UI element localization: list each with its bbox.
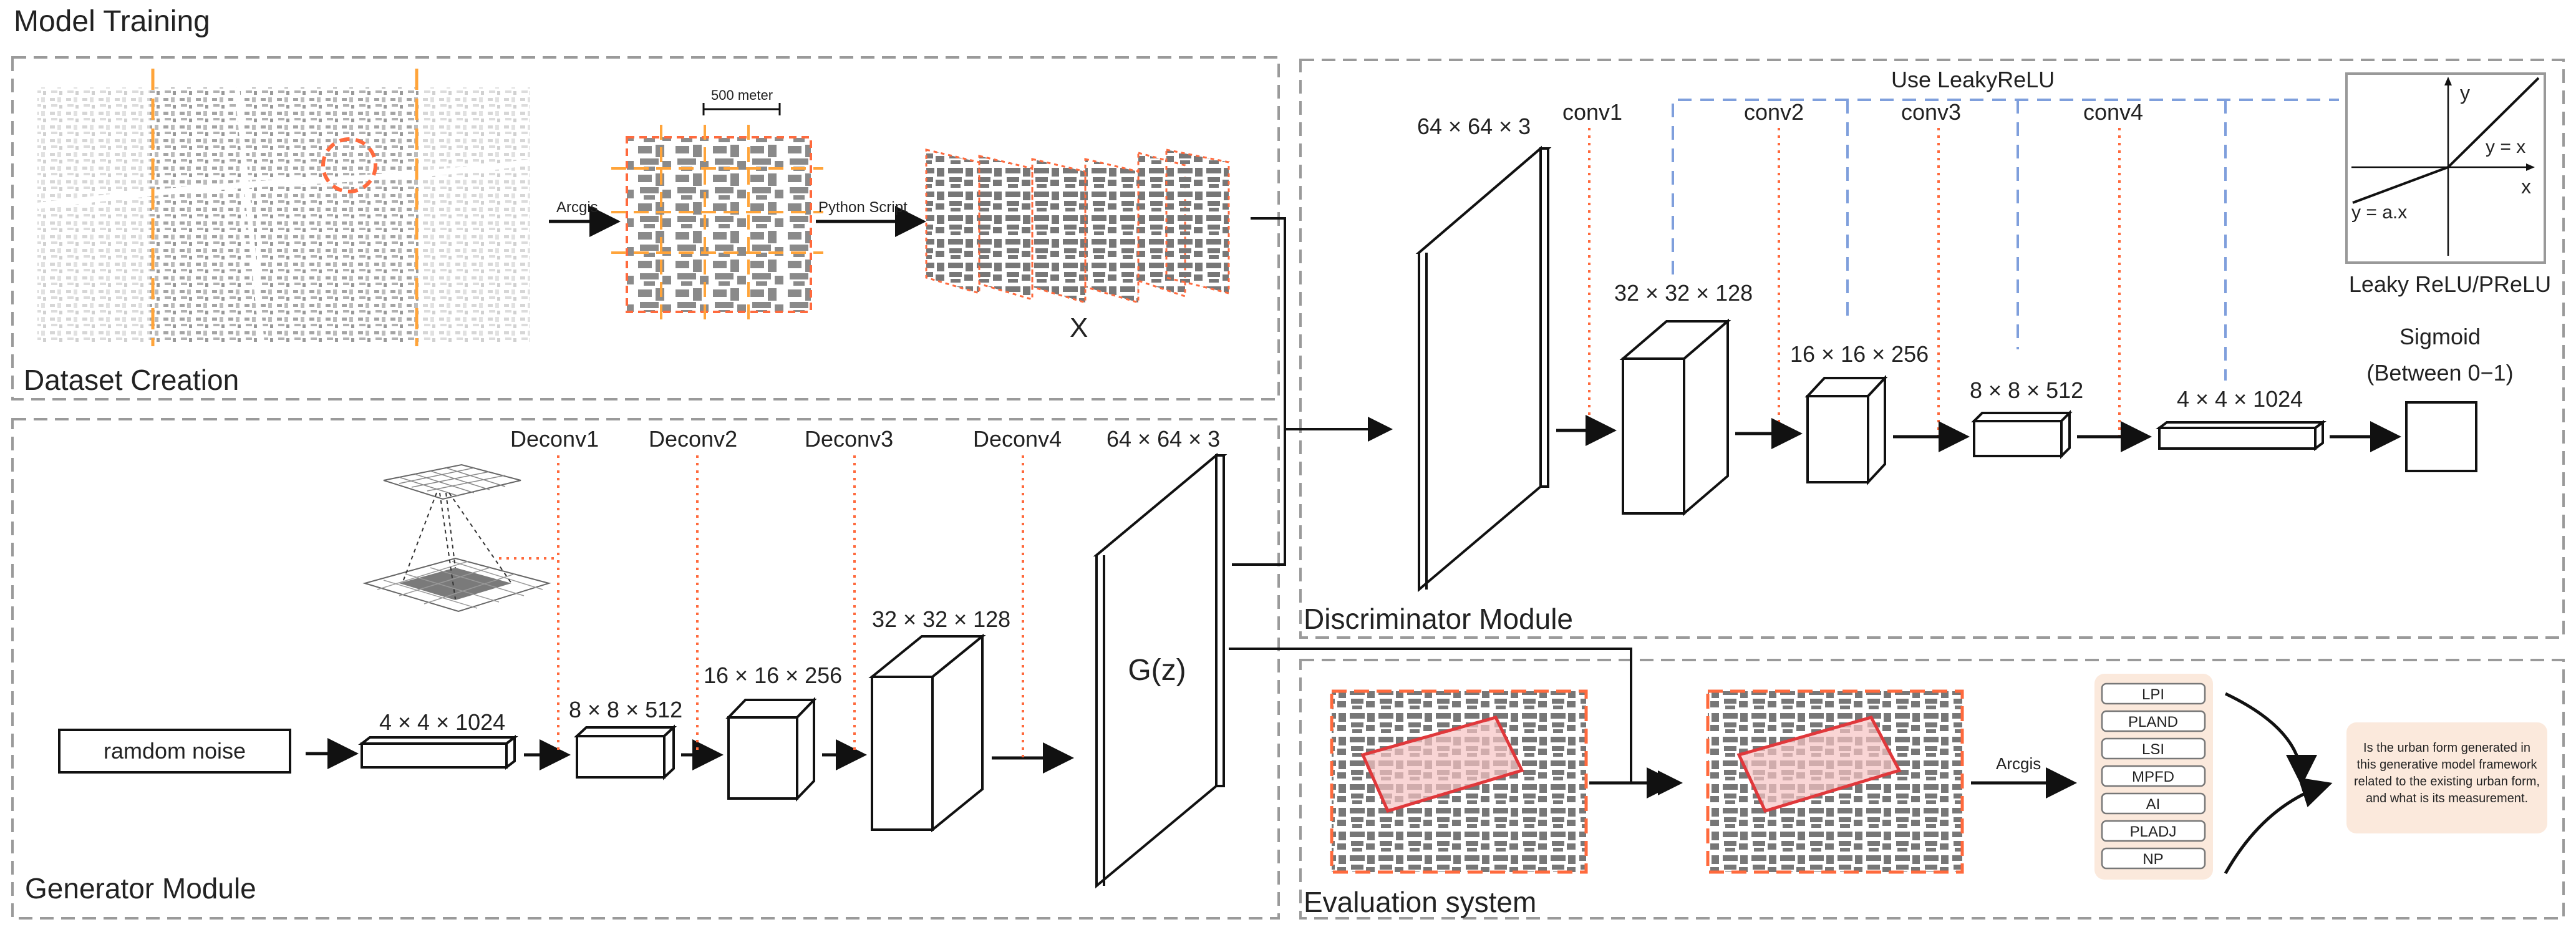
relu-positive-line xyxy=(2447,77,2540,168)
fake-data-connector xyxy=(1232,429,1286,566)
curve-arrow-top xyxy=(2224,692,2317,786)
metric-pladj-box xyxy=(2101,820,2206,842)
relu-negative-line xyxy=(2352,166,2449,204)
existing-urban-tile xyxy=(1330,689,1588,874)
leakyrelu-bracket xyxy=(1672,99,2339,274)
disc-shape-5: 4 × 4 × 1024 xyxy=(2177,386,2303,412)
metric-pladj: PLADJ xyxy=(2130,823,2177,840)
gen-block-32x32x128 xyxy=(868,633,986,833)
deconv1-label: Deconv1 xyxy=(510,426,599,452)
conv4-label: conv4 xyxy=(2083,99,2143,125)
evaluation-system-panel xyxy=(1299,659,2565,920)
generator-module-label: Generator Module xyxy=(25,872,256,905)
disc-block-32x32x128 xyxy=(1619,318,1731,517)
relu-x-label: x xyxy=(2521,175,2531,198)
use-leakyrelu-label: Use LeakyReLU xyxy=(1891,67,2055,92)
deconv2-label: Deconv2 xyxy=(649,426,737,452)
discriminator-module-label: Discriminator Module xyxy=(1304,603,1573,635)
deconv-illustration xyxy=(362,464,551,613)
question-line-4: and what is its measurement. xyxy=(2366,792,2528,805)
disc-shape-4: 8 × 8 × 512 xyxy=(1970,377,2083,403)
question-line-1: Is the urban form generated in xyxy=(2363,741,2530,755)
tile-stack xyxy=(925,148,1230,304)
deconv3-label: Deconv3 xyxy=(805,426,893,452)
disc-input-64x64x3 xyxy=(1415,145,1552,593)
sigmoid-box xyxy=(2405,401,2477,472)
metric-lsi-box xyxy=(2101,737,2206,760)
deconv4-label: Deconv4 xyxy=(973,426,1062,452)
relu-positive-label: y = x xyxy=(2486,137,2525,157)
scale-label: 500 meter xyxy=(711,87,773,103)
metric-lpi: LPI xyxy=(2142,686,2164,703)
conv3-label: conv3 xyxy=(1901,99,1961,125)
generator-module-panel xyxy=(11,418,1280,920)
sigmoid-label: Sigmoid xyxy=(2399,324,2481,349)
metric-lsi: LSI xyxy=(2142,741,2164,758)
discriminator-module-panel xyxy=(1299,59,2565,639)
map-grid-tile xyxy=(611,125,823,324)
leaky-relu-caption: Leaky ReLU/PReLU xyxy=(2349,271,2551,297)
gen-output-64x64x3 xyxy=(1093,452,1227,889)
evaluation-system-label: Evaluation system xyxy=(1304,886,1536,918)
random-noise-box xyxy=(58,729,291,774)
relu-y-label: y xyxy=(2460,82,2470,104)
metric-mpfd: MPFD xyxy=(2132,769,2174,785)
metric-list: LPI PLAND LSI MPFD AI PLADJ NP xyxy=(2101,682,2206,870)
metric-mpfd-box xyxy=(2101,765,2206,787)
arcgis-label: Arcgis xyxy=(556,199,598,216)
gen-shape-3: 16 × 16 × 256 xyxy=(704,663,842,688)
conv1-label: conv1 xyxy=(1562,99,1622,125)
gen-block-16x16x256 xyxy=(725,697,817,802)
gen-shape-4: 32 × 32 × 128 xyxy=(872,606,1010,632)
x-label: X xyxy=(1070,313,1088,343)
city-map-image xyxy=(37,69,531,346)
metric-np: NP xyxy=(2143,851,2163,868)
metric-pland: PLAND xyxy=(2128,714,2178,731)
disc-shape-1: 64 × 64 × 3 xyxy=(1417,114,1531,139)
real-data-connector xyxy=(1251,217,1393,442)
model-training-title: Model Training xyxy=(14,5,210,38)
gen-shape-5: 64 × 64 × 3 xyxy=(1106,426,1220,452)
metric-ai-box xyxy=(2101,792,2206,815)
curve-arrow-bottom xyxy=(2224,777,2333,875)
disc-shape-2: 32 × 32 × 128 xyxy=(1614,280,1753,306)
gz-label: G(z) xyxy=(1128,654,1186,687)
dataset-creation-label: Dataset Creation xyxy=(24,364,239,396)
disc-block-8x8x512 xyxy=(1971,410,2073,459)
conv2-label: conv2 xyxy=(1744,99,1804,125)
random-noise-label: ramdom noise xyxy=(104,738,246,764)
dataset-creation-panel xyxy=(11,56,1280,400)
generated-urban-tile xyxy=(1706,689,1964,874)
gen-shape-1: 4 × 4 × 1024 xyxy=(379,709,505,735)
disc-block-16x16x256 xyxy=(1804,374,1888,486)
gen-block-8x8x512 xyxy=(573,724,677,780)
disc-block-4x4x1024 xyxy=(2156,420,2327,451)
gen-shape-2: 8 × 8 × 512 xyxy=(569,697,682,722)
eval-arcgis-label: Arcgis xyxy=(1996,754,2041,773)
relu-negative-label: y = a.x xyxy=(2351,202,2407,223)
question-line-3: related to the existing urban form, xyxy=(2354,775,2540,789)
question-line-2: this generative model framework xyxy=(2356,758,2537,772)
metric-ai: AI xyxy=(2146,796,2161,813)
question-note xyxy=(2346,722,2547,833)
metric-lpi-box xyxy=(2101,682,2206,705)
metric-pland-box xyxy=(2101,710,2206,732)
sigmoid-range: (Between 0−1) xyxy=(2366,360,2513,386)
metric-np-box xyxy=(2101,847,2206,870)
disc-shape-3: 16 × 16 × 256 xyxy=(1790,341,1929,367)
gen-block-4x4x1024 xyxy=(358,734,518,770)
python-script-label: Python Script xyxy=(818,199,908,216)
